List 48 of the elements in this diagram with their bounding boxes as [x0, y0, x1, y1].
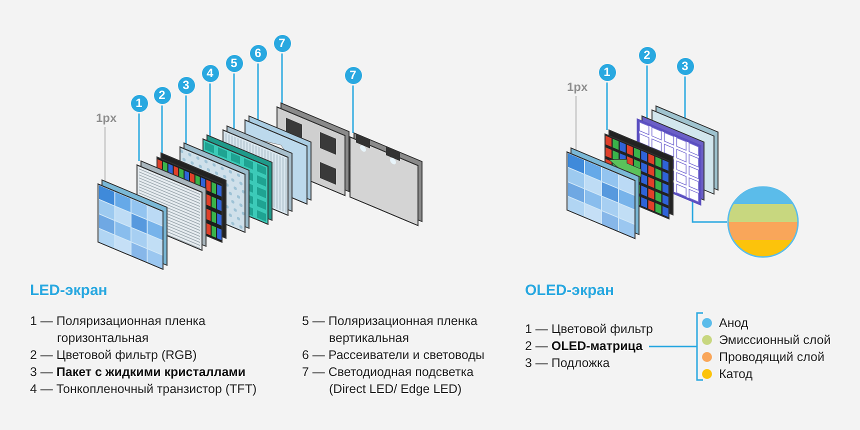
legend-item-text: 3 — Подложка: [525, 355, 610, 372]
legend-item-text: 1 — Поляризационная пленка горизонтальная: [30, 313, 206, 347]
pixel-label: 1px: [96, 111, 117, 125]
callout-number: 4: [202, 64, 218, 82]
legend-item-text: 4 — Тонкопленочный транзистор (TFT): [30, 381, 257, 398]
screen-layer-drawing: [652, 105, 718, 195]
section-heading: LED-экран: [30, 282, 108, 299]
legend-item-text: 1 — Цветовой фильтр: [525, 321, 653, 338]
callout-number: 6: [250, 44, 266, 62]
callout-number: 3: [178, 76, 194, 94]
legend-item-text: 5 — Поляризационная пленка вертикальная: [302, 313, 478, 347]
callout-number: 7: [274, 34, 290, 52]
layer-magnifier-circle: [727, 186, 799, 258]
callout-number: 1: [598, 64, 616, 80]
legend-label: Анод: [719, 316, 748, 330]
legend-label: Эмиссионный слой: [719, 332, 831, 346]
pixel-label: 1px: [567, 80, 588, 94]
leader-line: [209, 84, 211, 136]
leader-line: [185, 96, 187, 144]
legend-item-text: 7 — Светодиодная подсветка (Direct LED/ Edge LED): [302, 364, 475, 398]
section-heading: OLED-экран: [525, 282, 614, 299]
leader-line: [575, 96, 577, 150]
legend-item-text: 6 — Рассеиватели и световоды: [302, 347, 484, 364]
callout-number: 3: [676, 58, 694, 74]
legend-label: Проводящий слой: [719, 350, 824, 364]
legend-label: Катод: [719, 366, 753, 380]
leader-line: [646, 66, 648, 118]
leader-line: [257, 64, 259, 120]
callout-number: 5: [226, 54, 242, 72]
leader-line: [352, 86, 354, 133]
legend-item-text: 3 — Пакет с жидкими кристаллами: [30, 364, 246, 381]
leader-line: [606, 82, 608, 130]
leader-line: [684, 76, 686, 118]
callout-number: 1: [130, 94, 148, 112]
leader-line: [138, 114, 140, 161]
callout-number: 2: [638, 46, 656, 64]
leader-line: [104, 127, 106, 182]
legend-item-text: 2 — OLED-матрица: [525, 338, 643, 355]
leader-line: [281, 54, 283, 104]
callout-number: 2: [154, 86, 170, 104]
legend-item-text: 2 — Цветовой фильтр (RGB): [30, 347, 197, 364]
leader-line: [233, 74, 235, 129]
screen-layer-drawing: [350, 132, 422, 226]
screen-layer-drawing: [276, 102, 350, 196]
leader-line: [161, 106, 163, 154]
callout-number: 7: [344, 66, 362, 84]
leader-line: [692, 200, 727, 223]
screen-layer-drawing: [98, 179, 168, 270]
